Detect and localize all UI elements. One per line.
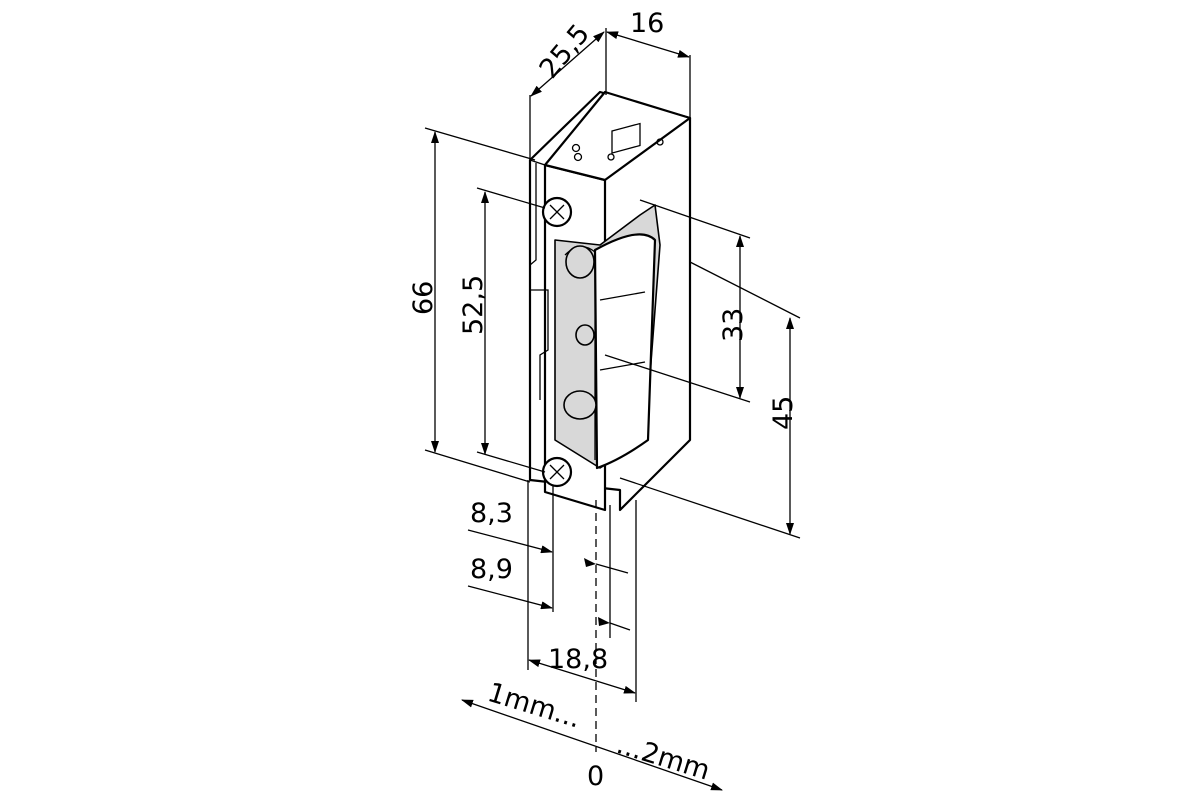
- height-screws-label: 52,5: [458, 275, 489, 335]
- adjustment-zero-label: 0: [587, 761, 604, 792]
- width-top-label: 25,5: [534, 19, 596, 85]
- front-width-label: 18,8: [548, 644, 608, 675]
- screw-bottom: [541, 456, 573, 488]
- dimension-height-total: 66: [408, 127, 536, 483]
- adjustment-left-label: 1mm...: [484, 677, 584, 735]
- latch-height-label: 33: [718, 308, 749, 342]
- dimension-depth: 16: [605, 8, 691, 118]
- offset-b-label: 8,9: [470, 554, 513, 585]
- dimension-latch-height: 33: [604, 199, 751, 403]
- offset-a-label: 8,3: [470, 498, 513, 529]
- strike-body: [528, 90, 692, 512]
- dimension-front-width: 18,8: [528, 644, 636, 694]
- dimension-height-screws: 52,5: [458, 187, 546, 473]
- dimension-offset-b: 8,9: [467, 554, 631, 631]
- dimension-latch-offset: 45: [619, 261, 801, 539]
- dimension-offset-a: 8,3: [467, 498, 629, 574]
- screw-top: [541, 196, 573, 228]
- adjustment-range: 1mm... ...2mm 0: [461, 677, 723, 792]
- depth-label: 16: [630, 8, 664, 39]
- latch-offset-label: 45: [768, 396, 799, 430]
- height-total-label: 66: [408, 281, 439, 315]
- adjustment-right-label: ...2mm: [613, 729, 713, 787]
